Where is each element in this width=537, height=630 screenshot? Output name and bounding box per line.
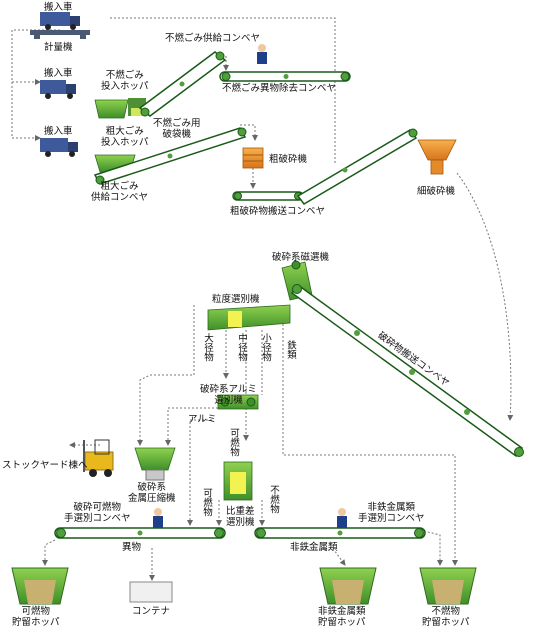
forklift-icon	[83, 439, 114, 477]
worker-icon-3	[337, 508, 347, 528]
label-truck-top: 搬入車	[44, 2, 73, 13]
label-aluminium: アルミ	[188, 414, 217, 425]
label-scale: 計量機	[44, 42, 73, 53]
label-stockyard: ストックヤード棟へ	[2, 460, 88, 471]
label-bag-breaker: 不燃ごみ用 破袋機	[153, 118, 201, 140]
label-coarse-conveyor: 粗破砕物搬送コンベヤ	[230, 206, 326, 217]
flow-lines	[11, 17, 514, 581]
label-container: コンテナ	[132, 606, 171, 617]
label-fine-crusher: 細破砕機	[417, 186, 456, 197]
label-small: 小径物	[260, 333, 271, 362]
label-supply-conveyor-bulky: 粗大ごみ 供給コンベヤ	[91, 181, 149, 203]
label-large: 大径物	[202, 333, 213, 362]
truck-icon-mid	[40, 80, 76, 99]
hopper-noncombustible	[94, 99, 129, 119]
label-truck-low: 搬入車	[44, 126, 73, 137]
worker-icon-2	[153, 508, 163, 528]
aluminium-separator	[217, 394, 259, 410]
coarse-crusher	[242, 147, 264, 169]
size-separator	[207, 304, 291, 331]
nonferrous-hopper	[319, 567, 377, 605]
worker-icon-1	[257, 44, 267, 64]
label-supply-conveyor-noncombustible: 不燃ごみ供給コンベヤ	[165, 33, 261, 44]
label-size-separator: 粒度選別機	[212, 294, 260, 305]
label-combustible-hopper: 可燃物 貯留ホッパ	[12, 606, 60, 628]
label-foreign-removal-conveyor: 不燃ごみ異物除去コンベヤ	[222, 83, 337, 94]
truck-icon-low	[40, 138, 78, 157]
metal-press	[134, 447, 176, 481]
label-aluminium-separator: 破砕系アルミ 選別機	[200, 384, 257, 406]
label-combustible-vertical-2: 可燃物	[201, 488, 212, 517]
gravity-separator	[223, 461, 253, 501]
label-hopper-noncombustible: 不燃ごみ 投入ホッパ	[101, 70, 149, 92]
supply-conveyor-noncombustible	[138, 51, 227, 117]
label-nonferrous-metals: 非鉄金属類	[290, 542, 338, 553]
label-magnetic-separator: 破砕系磁選機	[272, 252, 330, 263]
label-combustible-sort-conveyor: 破砕可燃物 手選別コンベヤ	[64, 502, 131, 524]
crushed-transport-conveyor	[290, 283, 524, 458]
combustible-sort-conveyor	[54, 527, 226, 539]
label-foreign-matter: 異物	[122, 542, 142, 553]
supply-conveyor-bulky	[93, 127, 247, 185]
label-nonferrous-sort-conveyor: 非鉄金属類 手選別コンベヤ	[358, 502, 425, 524]
fine-crusher	[417, 139, 457, 175]
label-iron: 鉄類	[285, 340, 296, 359]
label-gravity-separator: 比重差 選別機	[226, 506, 255, 528]
coarse-crushed-conveyor	[232, 128, 418, 205]
foreign-removal-conveyor	[219, 71, 351, 82]
nonferrous-sort-conveyor	[254, 527, 426, 539]
noncombustible-hopper	[419, 567, 477, 605]
label-noncombustible-hopper: 不燃物 貯留ホッパ	[422, 606, 470, 628]
label-nonferrous-hopper: 非鉄金属類 貯留ホッパ	[318, 606, 366, 628]
label-medium: 中径物	[236, 333, 247, 362]
label-coarse-crusher: 粗破砕機	[269, 154, 308, 165]
label-truck-mid: 搬入車	[44, 68, 73, 79]
label-combustible-vertical: 可燃物	[228, 428, 239, 457]
label-noncombustible-vertical: 不燃物	[268, 485, 279, 514]
combustible-hopper	[11, 567, 69, 605]
weighing-scale	[30, 30, 90, 39]
label-hopper-bulky: 粗大ごみ 投入ホッパ	[101, 126, 149, 148]
truck-icon-top	[40, 12, 80, 30]
label-metal-press: 破砕系 金属圧縮機	[128, 482, 176, 504]
container-icon	[129, 581, 173, 603]
